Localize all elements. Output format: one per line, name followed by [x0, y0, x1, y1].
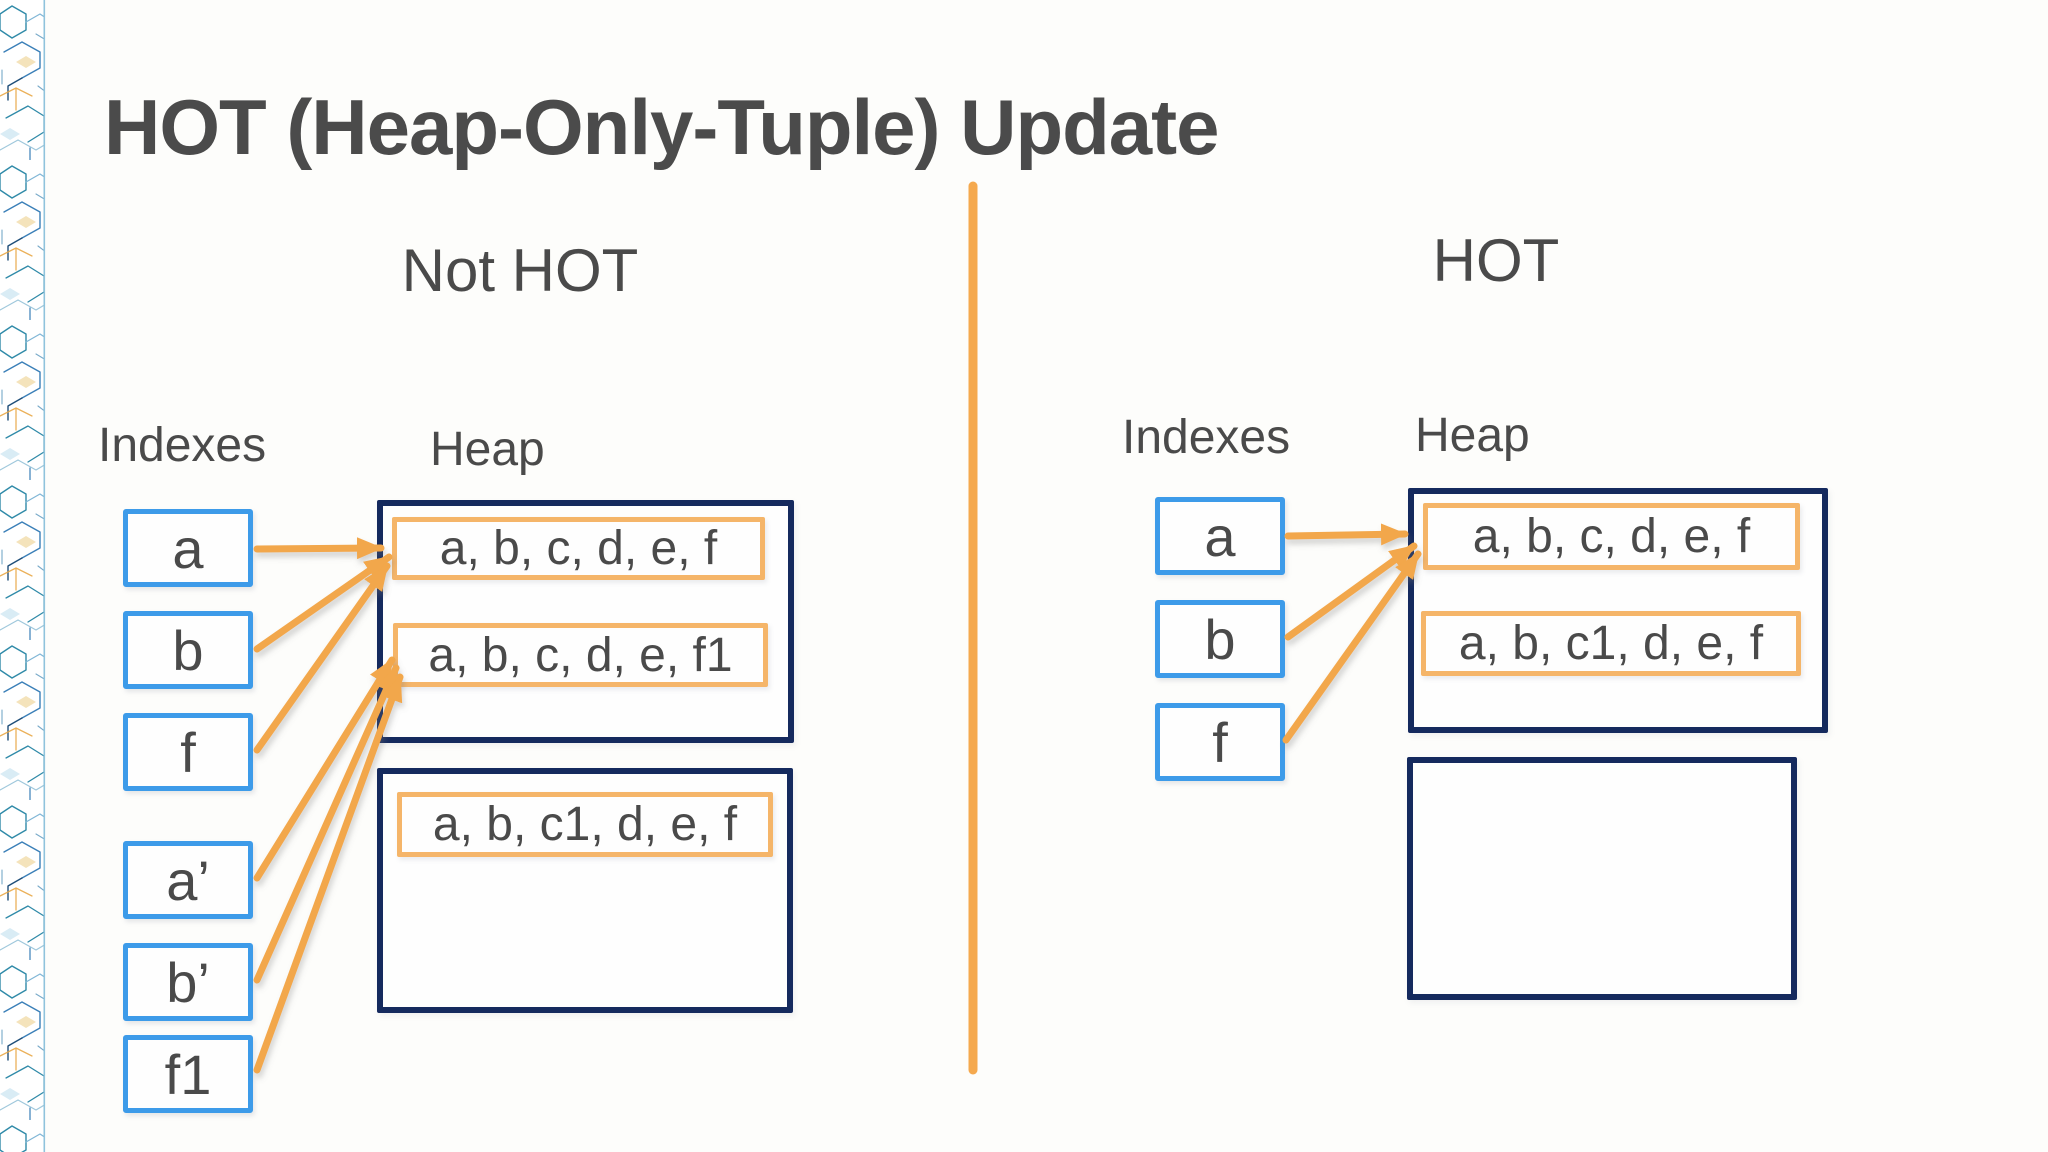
hot-heading: HOT — [1432, 227, 1560, 294]
tuple-text: a, b, c, d, e, f — [439, 522, 718, 575]
index-box-label: a — [1204, 504, 1236, 568]
index-box-label: f1 — [164, 1042, 212, 1106]
tuple-text: a, b, c1, d, e, f — [432, 798, 738, 851]
not-hot-heading: Not HOT — [401, 237, 639, 304]
tuple-box: a, b, c, d, e, f — [392, 517, 765, 580]
index-box-b: b — [123, 611, 253, 689]
index-box-label: a’ — [166, 848, 210, 912]
tuple-box: a, b, c, d, e, f1 — [393, 623, 768, 687]
heap-page: a, b, c1, d, e, f — [377, 768, 793, 1013]
index-box-a-prime: a’ — [123, 841, 253, 919]
index-pointer-arrow — [1284, 542, 1418, 641]
index-pointer-arrow — [1284, 523, 1409, 546]
index-box-label: b — [1204, 607, 1236, 671]
left-indexes-label: Indexes — [98, 419, 267, 472]
tuple-text: a, b, c, d, e, f1 — [428, 628, 733, 682]
index-box-label: f — [180, 720, 196, 784]
heap-page-empty — [1407, 757, 1797, 1000]
tuple-text: a, b, c1, d, e, f — [1458, 617, 1764, 670]
index-box-label: b’ — [166, 950, 210, 1014]
index-box-f: f — [1155, 703, 1285, 781]
index-box-b: b — [1155, 600, 1285, 678]
index-pointer-arrow — [253, 656, 396, 882]
page-title: HOT (Heap-Only-Tuple) Update — [104, 83, 1220, 172]
index-box-f: f — [123, 713, 253, 791]
index-box-a: a — [123, 509, 253, 587]
index-box-a: a — [1155, 497, 1285, 575]
tuple-box: a, b, c1, d, e, f — [397, 792, 773, 857]
index-pointer-arrow — [253, 664, 400, 984]
index-box-label: a — [172, 516, 204, 580]
index-pointer-arrow — [1282, 550, 1422, 744]
index-pointer-arrow — [253, 553, 393, 653]
index-pointer-arrow — [253, 562, 391, 754]
index-box-f1: f1 — [123, 1035, 253, 1113]
right-heap-label: Heap — [1415, 409, 1530, 462]
tuple-text: a, b, c, d, e, f — [1472, 510, 1751, 563]
index-box-label: b — [172, 618, 204, 682]
tuple-box: a, b, c1, d, e, f — [1421, 611, 1801, 676]
circuit-pattern-decoration — [0, 0, 46, 1152]
heap-page: a, b, c, d, e, f a, b, c, d, e, f1 — [377, 500, 794, 743]
right-indexes-label: Indexes — [1122, 411, 1291, 464]
index-box-label: f — [1212, 710, 1228, 774]
index-box-b-prime: b’ — [123, 943, 253, 1021]
index-pointer-arrow — [253, 537, 385, 560]
heap-page: a, b, c, d, e, f a, b, c1, d, e, f — [1408, 488, 1828, 733]
left-heap-label: Heap — [430, 423, 545, 476]
tuple-box: a, b, c, d, e, f — [1423, 503, 1800, 570]
